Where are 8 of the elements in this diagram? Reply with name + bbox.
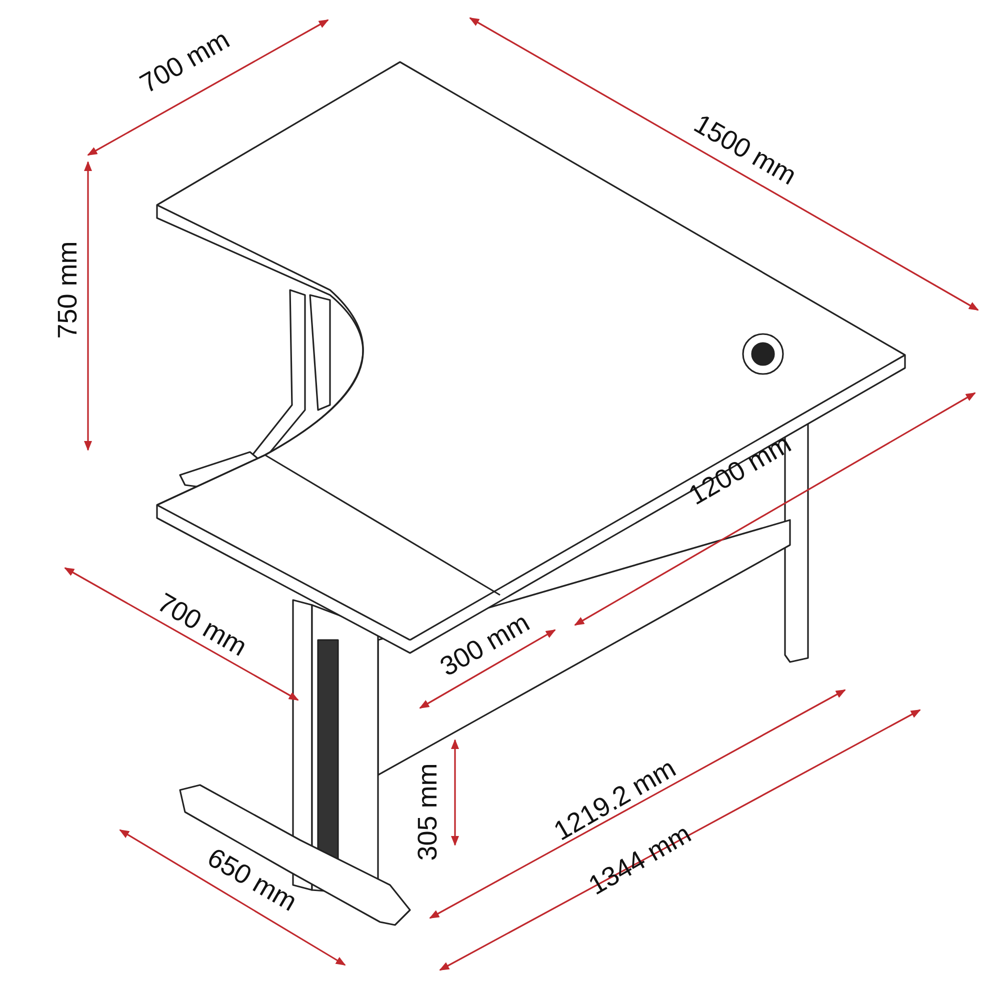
dimension-label: 305 mm [414,763,442,861]
dimension-label: 1200 mm [684,430,796,510]
dimension-label: 300 mm [436,608,534,682]
dimension-label: 650 mm [203,844,301,916]
dimension-label: 700 mm [153,588,251,662]
dimension-label: 1500 mm [690,110,800,190]
dimension-label: 700 mm [136,26,234,98]
dimension-label: 750 mm [54,241,82,339]
